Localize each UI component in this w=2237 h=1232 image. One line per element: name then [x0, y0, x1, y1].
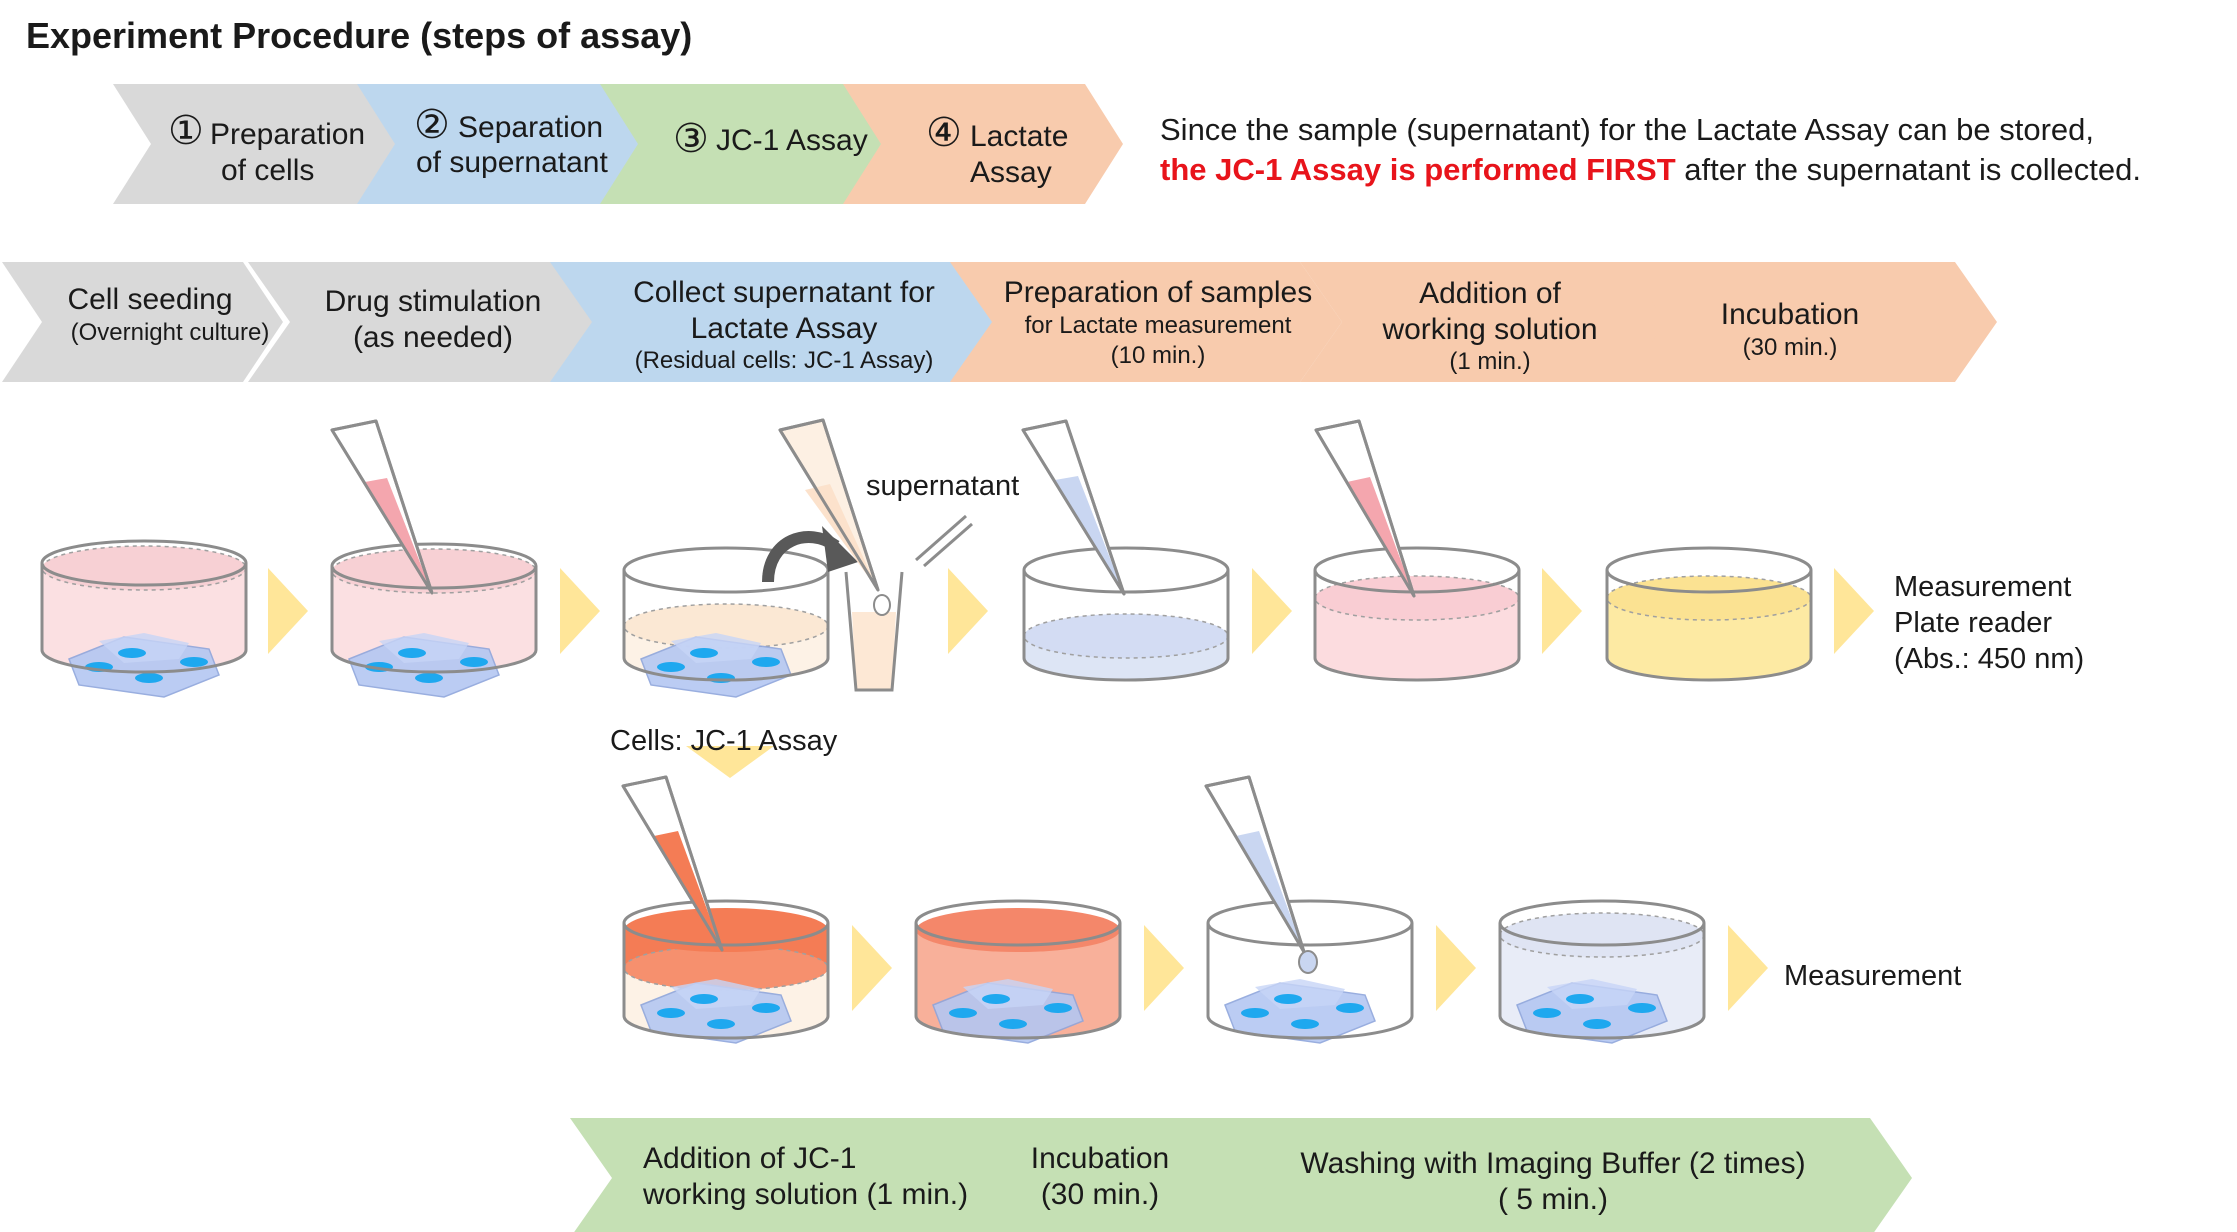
phase-chevron-3	[600, 84, 888, 204]
step-5-title-2: working solution	[1381, 313, 1597, 346]
measurement-bottom-label: Measurement	[1784, 960, 1961, 992]
step-chevron-5	[1300, 262, 1667, 382]
step-chevron-6	[1624, 262, 1997, 382]
pipette-icon	[330, 419, 434, 595]
bottom-step-3-sub: ( 5 min.)	[1498, 1183, 1608, 1216]
step-1-title: Cell seeding	[67, 283, 232, 316]
plate-reader-label: Plate reader	[1894, 607, 2052, 639]
phase-label-2: ② Separation of supernatant	[414, 103, 611, 179]
pipette-icon	[1314, 419, 1416, 598]
dish-6-icon	[1605, 546, 1813, 682]
flow-arrow	[268, 568, 308, 654]
step-5-title: Addition of	[1419, 277, 1561, 310]
note-line-2: the JC-1 Assay is performed FIRST after …	[1160, 152, 2141, 187]
note-highlight: the JC-1 Assay is performed FIRST	[1160, 152, 1676, 187]
bottom-step-2-title: Incubation	[1031, 1142, 1169, 1175]
phase-row: ① Preparation of cells ② Separation of s…	[113, 84, 1123, 204]
step-4-title: Preparation of samples	[1004, 276, 1313, 309]
dish-3-icon	[622, 546, 830, 698]
step-3-sub: (Residual cells: JC-1 Assay)	[635, 347, 934, 374]
step-5-sub: (1 min.)	[1449, 348, 1530, 375]
step-1-sub: (Overnight culture)	[71, 319, 270, 346]
step-3-title: Collect supernatant for	[633, 276, 935, 309]
measurement-label: Measurement	[1894, 571, 2071, 603]
step-2-sub: (as needed)	[353, 321, 513, 354]
bottom-step-row: Addition of JC-1 working solution (1 min…	[570, 1118, 1912, 1232]
flow-arrows-bottom	[852, 925, 1768, 1011]
step-chevron-3	[550, 262, 1002, 382]
flow-arrow	[1436, 925, 1476, 1011]
transfer-arrow-icon	[762, 526, 858, 583]
phase-label-4: ④ Lactate Assay	[926, 111, 1077, 189]
dish-4-icon	[1022, 546, 1230, 682]
dish-7-icon	[622, 899, 830, 1044]
dish-1-icon	[40, 539, 248, 698]
dish-2-icon	[330, 542, 538, 698]
flow-arrow	[1834, 568, 1874, 654]
phase-chevron-2	[357, 84, 653, 204]
dish-9-icon	[1206, 899, 1414, 1044]
bottom-step-chevron-3	[1230, 1118, 1912, 1232]
absorbance-label: (Abs.: 450 nm)	[1894, 643, 2084, 675]
pipette-icon	[778, 418, 880, 592]
flow-arrow	[948, 568, 988, 654]
pipette-icon	[1204, 775, 1318, 974]
down-arrow	[686, 746, 774, 778]
step-row: Cell seeding (Overnight culture) Drug st…	[2, 262, 1997, 382]
phase-chevron-4	[843, 84, 1123, 204]
bottom-step-chevron-2	[930, 1118, 1282, 1232]
phase-label-3: ③ JC-1 Assay	[673, 117, 868, 161]
dish-5-icon	[1313, 546, 1521, 682]
note-line-1: Since the sample (supernatant) for the L…	[1160, 112, 2094, 147]
flow-arrow	[1542, 568, 1582, 654]
step-2-title: Drug stimulation	[325, 285, 542, 318]
flow-arrow	[1728, 925, 1768, 1011]
flow-arrow	[852, 925, 892, 1011]
step-6-title: Incubation	[1721, 298, 1859, 331]
phase-label-1: ① Preparation of cells	[168, 109, 373, 187]
dish-8-icon	[914, 899, 1122, 1044]
step-3-title-2: Lactate Assay	[691, 312, 878, 345]
step-4-sub: (10 min.)	[1111, 342, 1206, 369]
step-chevron-1	[2, 262, 283, 382]
pipette-icon	[621, 775, 724, 952]
flow-arrow	[560, 568, 600, 654]
flow-arrow	[1252, 568, 1292, 654]
step-6-sub: (30 min.)	[1743, 334, 1838, 361]
page-title: Experiment Procedure (steps of assay)	[26, 15, 692, 56]
step-chevron-4	[950, 262, 1342, 382]
bottom-step-1-sub: working solution (1 min.)	[642, 1178, 968, 1211]
dish-10-icon	[1498, 899, 1706, 1044]
flow-arrow	[1144, 925, 1184, 1011]
bottom-step-1-title: Addition of JC-1	[643, 1142, 856, 1175]
supernatant-label: supernatant	[866, 470, 1019, 502]
bottom-step-2-sub: (30 min.)	[1041, 1178, 1159, 1211]
flow-arrows-top	[268, 568, 1874, 654]
phase-chevron-1	[113, 84, 410, 204]
bottom-step-chevron-1	[570, 1118, 977, 1232]
step-chevron-2	[248, 262, 597, 382]
tube-icon	[844, 514, 973, 692]
cells-jc1-label: Cells: JC-1 Assay	[610, 725, 838, 757]
bottom-step-3-title: Washing with Imaging Buffer (2 times)	[1300, 1147, 1805, 1180]
pipette-icon	[1021, 419, 1126, 596]
step-4-title-2: for Lactate measurement	[1025, 312, 1292, 339]
